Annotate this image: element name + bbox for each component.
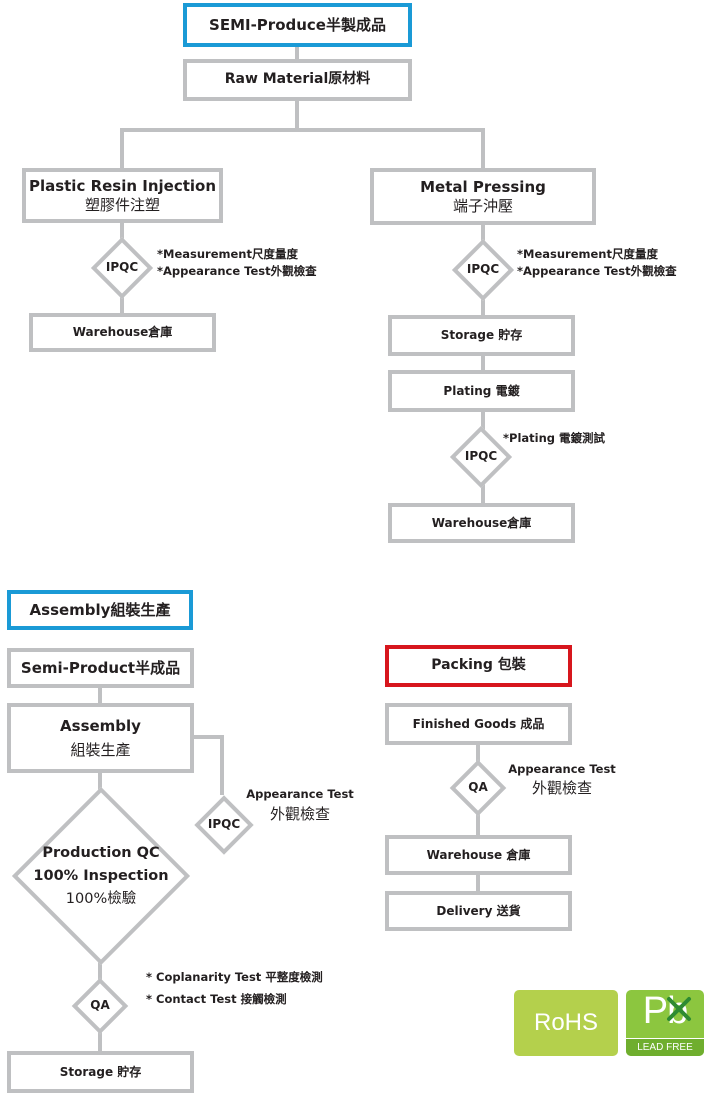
connector (194, 735, 224, 739)
connector (120, 128, 485, 132)
metal-storage-box: Storage 貯存 (388, 315, 575, 356)
semi-product-box: Semi-Product半成品 (7, 648, 194, 688)
delivery-box: Delivery 送貨 (385, 891, 572, 931)
packing-warehouse-box: Warehouse 倉庫 (385, 835, 572, 875)
assembly-box: Assembly 組裝生產 (7, 703, 194, 773)
packing-title: Packing 包裝 (385, 645, 572, 687)
semi-produce-title: SEMI-Produce半製成品 (183, 3, 412, 47)
ipqc-diamond: IPQC (449, 425, 513, 489)
qa-diamond: QA (448, 758, 508, 818)
ipqc-diamond: IPQC (192, 793, 256, 857)
lead-free-badge: Pb LEAD FREE (626, 990, 704, 1056)
raw-material-box: Raw Material原材料 (183, 59, 412, 101)
plating-note: *Plating 電鍍測試 (503, 431, 606, 445)
connector (120, 128, 124, 168)
connector (295, 47, 299, 59)
connector (98, 688, 102, 703)
connector (481, 128, 485, 168)
connector (476, 875, 480, 891)
connector (220, 735, 224, 795)
plastic-ipqc-notes: *Measurement尺度量度 *Appearance Test外觀檢查 (157, 247, 317, 278)
assembly-storage-box: Storage 貯存 (7, 1051, 194, 1093)
assembly-title: Assembly組裝生產 (7, 590, 193, 630)
qa-notes: * Coplanarity Test 平整度檢測 * Contact Test … (146, 970, 323, 1006)
cross-icon (667, 997, 691, 1021)
assembly-appearance-note: Appearance Test 外觀檢查 (246, 787, 354, 823)
packing-appearance-note: Appearance Test 外觀檢查 (508, 762, 616, 797)
ipqc-diamond: IPQC (451, 238, 515, 302)
connector (481, 225, 485, 503)
plastic-injection-box: Plastic Resin Injection 塑膠件注塑 (22, 168, 223, 223)
rohs-badge: RoHS (514, 990, 618, 1056)
metal-plating-box: Plating 電鍍 (388, 370, 575, 412)
production-qc-diamond: Production QC 100% Inspection 100%檢驗 (11, 786, 191, 966)
qa-diamond: QA (70, 976, 130, 1036)
plastic-warehouse-box: Warehouse倉庫 (29, 313, 216, 352)
connector (295, 101, 299, 132)
finished-goods-box: Finished Goods 成品 (385, 703, 572, 745)
ipqc-diamond: IPQC (90, 236, 154, 300)
lead-free-label: LEAD FREE (626, 1038, 704, 1056)
metal-warehouse-box: Warehouse倉庫 (388, 503, 575, 543)
metal-pressing-box: Metal Pressing 端子沖壓 (370, 168, 596, 225)
metal-ipqc-notes: *Measurement尺度量度 *Appearance Test外觀檢查 (517, 247, 677, 278)
